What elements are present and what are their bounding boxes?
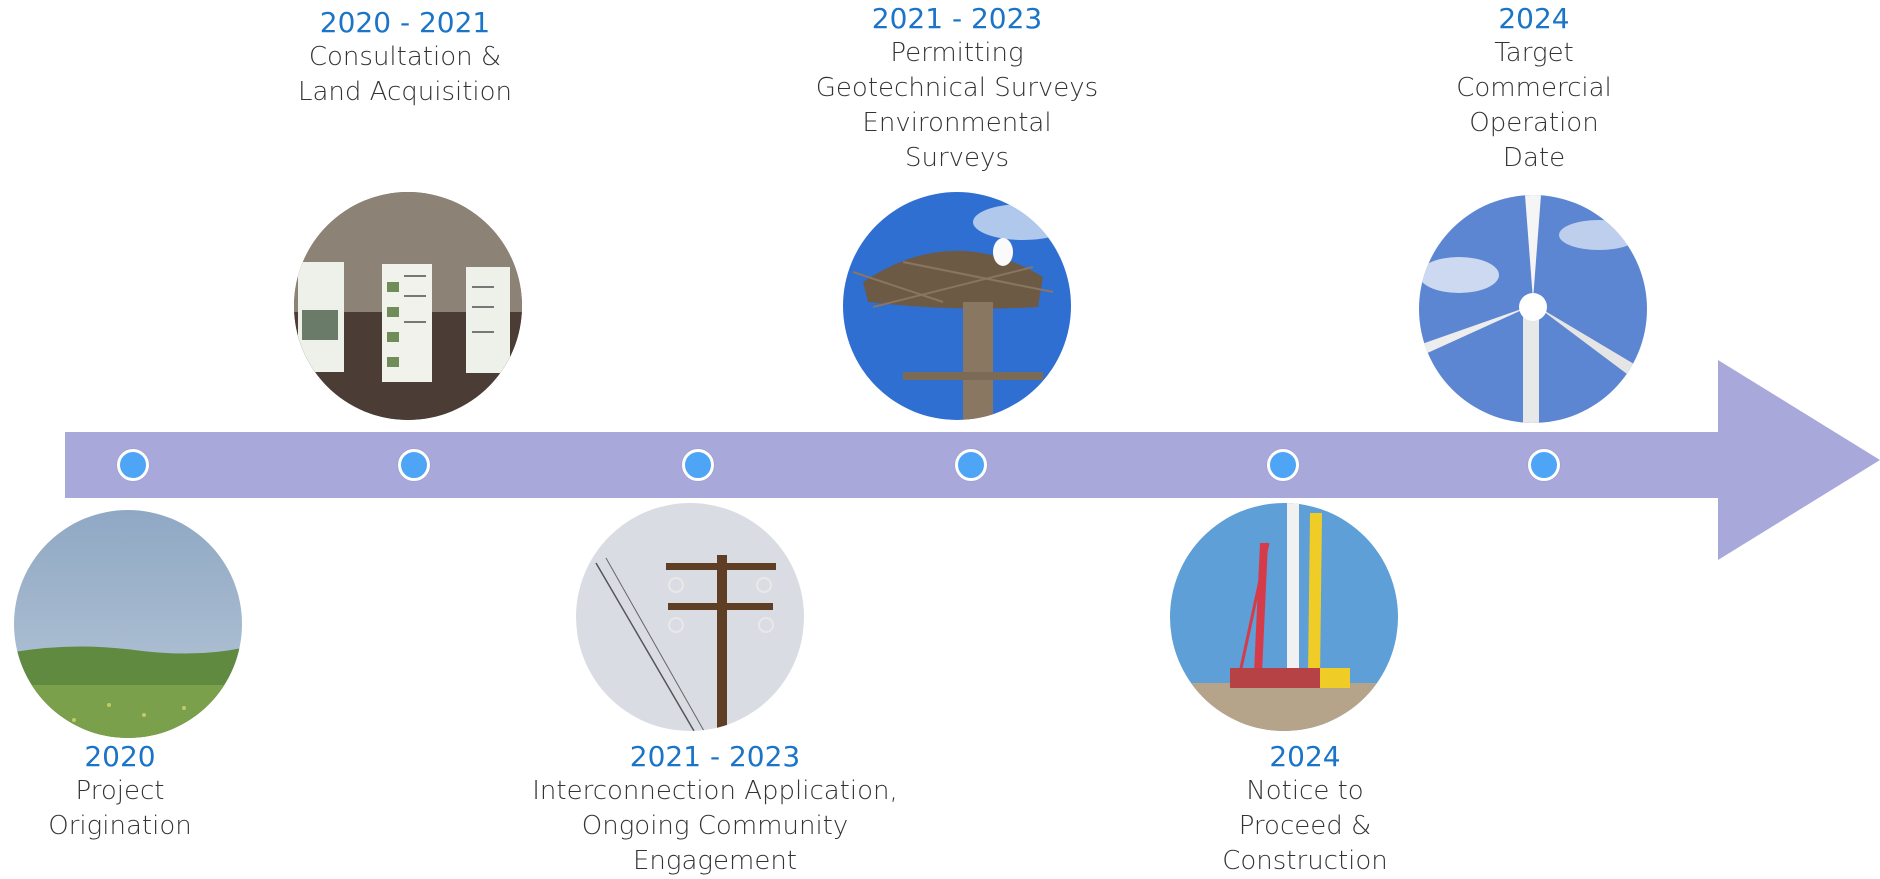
milestone-2-text: Consultation & Land Acquisition — [297, 42, 513, 107]
milestone-6-text: Target Commercial Operation Date — [1456, 38, 1612, 173]
milestone-dot-1 — [117, 449, 149, 481]
wind-turbine-photo — [1419, 195, 1647, 423]
timeline-arrow-head — [1718, 360, 1880, 560]
open-house-posters-photo — [294, 192, 522, 420]
milestone-4-text: Permitting Geotechnical Surveys Environm… — [815, 38, 1099, 173]
milestone-2-year: 2020 - 2021 — [319, 6, 491, 39]
milestone-3-text: Interconnection Application, Ongoing Com… — [532, 776, 898, 876]
milestone-dot-5 — [1267, 449, 1299, 481]
timeline-bar — [65, 432, 1720, 498]
milestone-6-label: 2024 Target Commercial Operation Date — [1424, 2, 1644, 176]
milestone-5-label: 2024 Notice to Proceed & Construction — [1195, 740, 1415, 879]
osprey-nest-photo — [843, 192, 1071, 420]
power-pole-photo — [576, 503, 804, 731]
prairie-grassland-photo — [14, 510, 242, 738]
milestone-3-year: 2021 - 2023 — [629, 740, 801, 773]
milestone-3-label: 2021 - 2023 Interconnection Application,… — [510, 740, 920, 879]
milestone-1-year: 2020 — [84, 740, 156, 773]
milestone-5-text: Notice to Proceed & Construction — [1222, 776, 1388, 876]
milestone-dot-6 — [1528, 449, 1560, 481]
milestone-5-year: 2024 — [1269, 740, 1341, 773]
milestone-1-label: 2020 Project Origination — [20, 740, 220, 844]
milestone-dot-2 — [398, 449, 430, 481]
milestone-4-label: 2021 - 2023 Permitting Geotechnical Surv… — [797, 2, 1117, 176]
milestone-2-label: 2020 - 2021 Consultation & Land Acquisit… — [255, 6, 555, 110]
milestone-dot-4 — [955, 449, 987, 481]
milestone-6-year: 2024 — [1498, 2, 1570, 35]
milestone-dot-3 — [682, 449, 714, 481]
milestone-4-year: 2021 - 2023 — [871, 2, 1043, 35]
milestone-1-text: Project Origination — [48, 776, 192, 841]
turbine-construction-photo — [1170, 503, 1398, 731]
